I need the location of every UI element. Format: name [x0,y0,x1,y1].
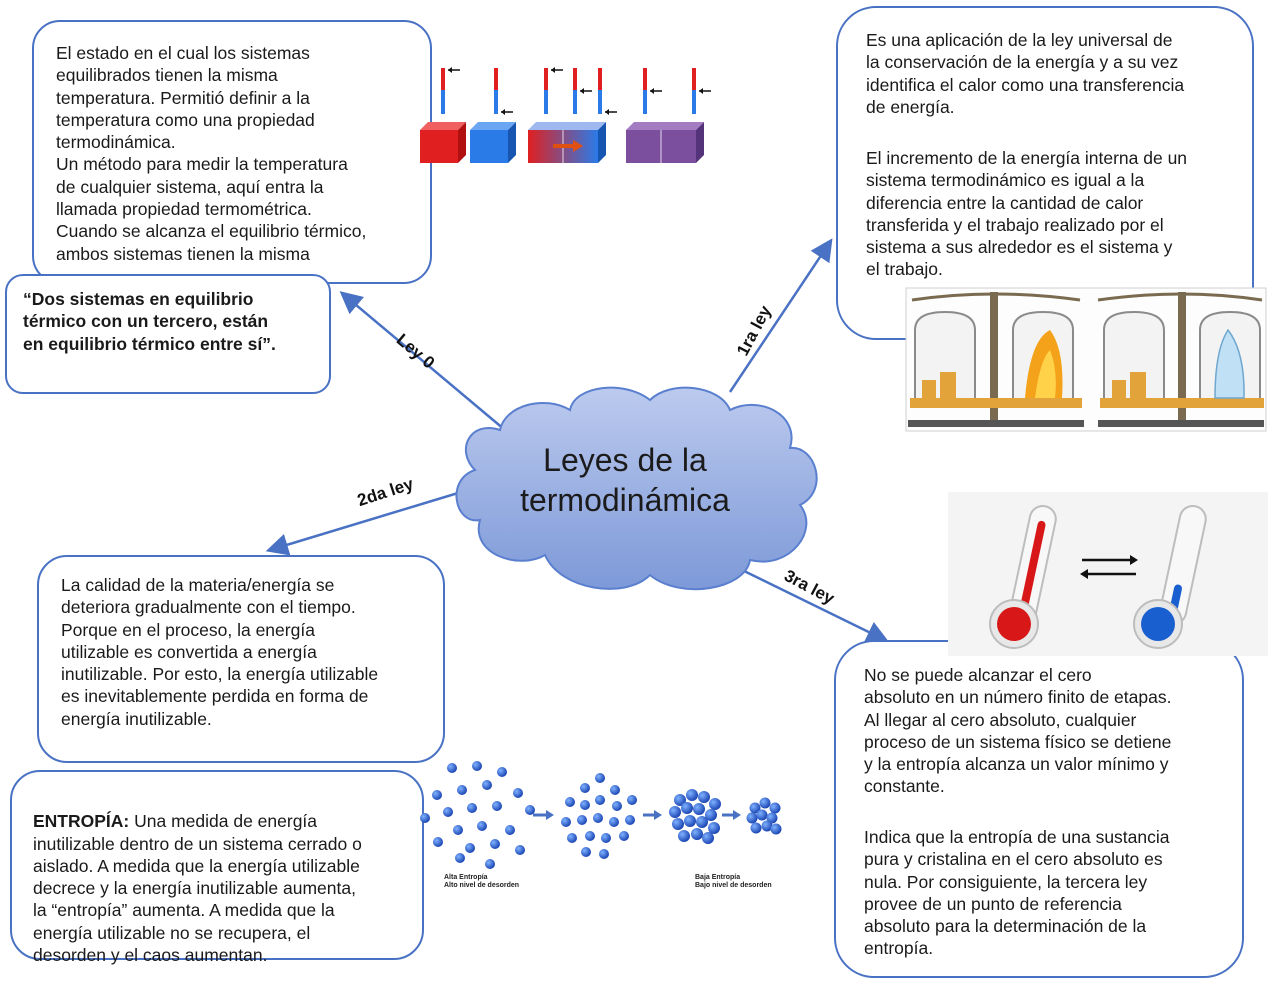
entropy-definition: Una medida de energía inutilizable dentr… [33,811,362,966]
arrow-ley0 [339,291,506,431]
cloud-shape [455,386,818,591]
entropy-term: ENTROPÍA: [33,811,130,832]
ley0-description-text: El estado en el cual los sistemas equili… [56,43,367,264]
ley0-quote-box [5,274,331,394]
center-title-line1: Leyes de la [543,442,707,478]
center-title-line2: termodinámica [520,482,730,518]
ley1-box [836,6,1254,340]
ley1-paragraph1: Es una aplicación de la ley universal de… [866,30,1185,117]
entropy-text: ENTROPÍA: Una medida de energía inutiliz… [33,788,413,966]
arrow-ley2 [265,488,469,556]
ley3-paragraph2: Indica que la entropía de una sustancia … [864,827,1170,959]
ley1-paragraph2: El incremento de la energía interna de u… [866,148,1188,280]
entropy-box [10,770,424,960]
ley2-description-box [37,555,445,763]
ley3-paragraph1: No se puede alcanzar el cero absoluto en… [864,665,1172,797]
arrow-ley1 [728,238,833,393]
central-topic: Leyes de la termodinámica [500,440,750,520]
entropy-low-label: Baja Entropía Bajo nivel de desorden [695,874,772,889]
arrow-ley3 [741,568,890,643]
entropy-high-label: Alta Entropía Alto nivel de desorden [444,874,520,889]
ley0-quote-text: “Dos sistemas en equilibrio térmico con … [23,289,276,354]
ley2-description-text: La calidad de la materia/energía se dete… [61,575,379,729]
